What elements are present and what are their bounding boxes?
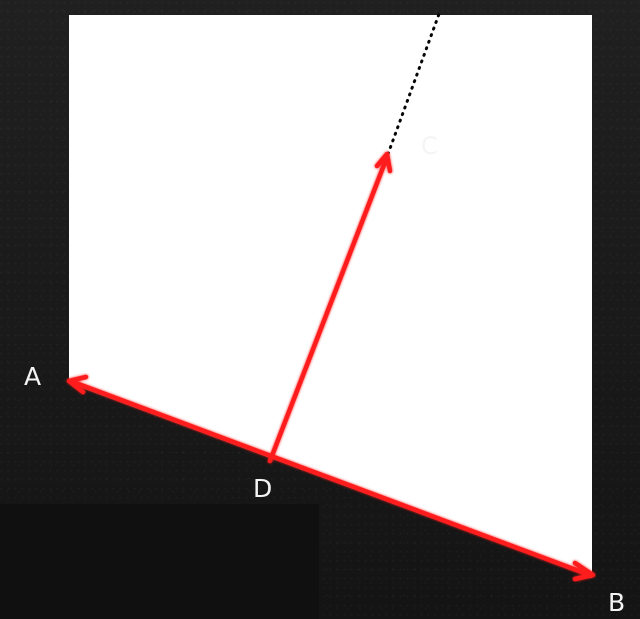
red-vectors xyxy=(66,151,596,582)
point-label-c: C xyxy=(421,132,438,160)
point-label-a: A xyxy=(24,362,42,391)
arrow-head-b xyxy=(572,560,596,582)
bottom-left-dark-block xyxy=(0,504,319,619)
point-label-b: B xyxy=(608,588,626,617)
segment-dc xyxy=(267,154,390,464)
segment-ab xyxy=(70,379,590,577)
arrow-head-c xyxy=(374,151,393,174)
white-panel xyxy=(69,15,592,578)
point-label-d: D xyxy=(253,474,273,503)
arrow-head-a xyxy=(66,374,89,395)
